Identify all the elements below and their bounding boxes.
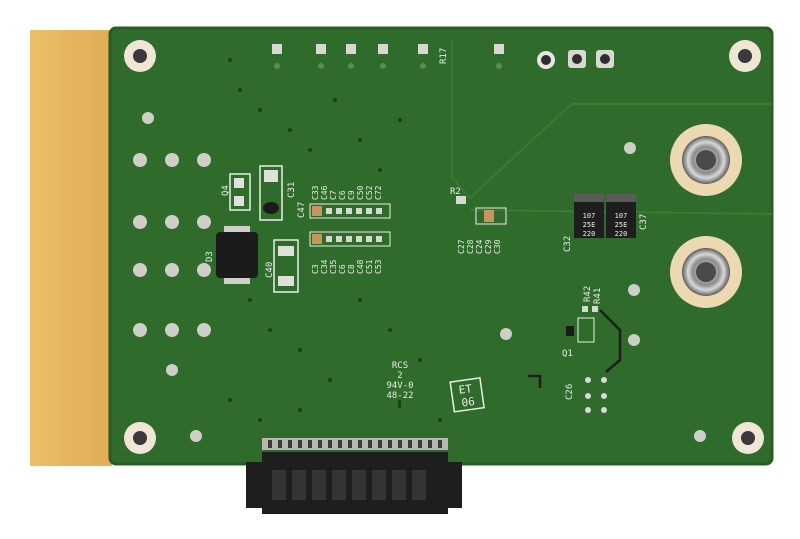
banana-jack-top [670,124,742,196]
svg-text:220: 220 [583,230,596,238]
svg-text:220: 220 [615,230,628,238]
svg-text:C7: C7 [329,190,338,200]
mounting-hole-br [732,422,764,454]
label-r42: R42 [583,286,593,302]
svg-text:C6: C6 [338,264,347,274]
svg-text:25E: 25E [583,221,596,229]
svg-text:C50: C50 [356,185,365,200]
label-c37: C37 [639,214,649,230]
svg-text:25E: 25E [615,221,628,229]
svg-text:C51: C51 [365,259,374,274]
svg-text:RCS: RCS [392,361,408,371]
svg-text:C24: C24 [475,239,484,254]
svg-text:C27: C27 [457,239,466,254]
label-c40: C40 [265,262,275,278]
mounting-hole-tl [124,40,156,72]
component-q4 [229,173,251,211]
mid-cap-pads [456,196,507,225]
top-pads [272,44,504,54]
svg-text:94V-0: 94V-0 [386,381,413,391]
via-dots [228,58,472,422]
cap-col-mid-labels: C27 C28 C24 C29 C30 [457,239,502,254]
svg-text:C72: C72 [374,185,383,200]
label-d3: D3 [205,251,215,262]
label-r41: R41 [593,288,603,304]
svg-text:C34: C34 [320,259,329,274]
et-box: ET 06 [449,377,485,413]
svg-text:2: 2 [397,371,402,381]
cap-col-bottom-labels: C3 C34 C35 C6 C8 C48 C51 C53 [311,259,383,274]
banana-jack-bottom [670,236,742,308]
component-d3 [216,226,258,284]
cap-array [309,203,391,247]
bottom-connector [246,438,462,514]
svg-text:C30: C30 [493,239,502,254]
top-right-pads [537,50,614,69]
cap-col-top-labels: C33 C46 C7 C6 C9 C50 C52 C72 [311,185,383,200]
svg-text:C9: C9 [347,190,356,200]
label-r17: R17 [439,48,449,64]
svg-text:06: 06 [461,395,476,410]
svg-text:C28: C28 [466,239,475,254]
c26-pads [585,377,607,413]
svg-text:C6: C6 [338,190,347,200]
svg-text:C35: C35 [329,259,338,274]
board-marking: RCS 2 94V-0 48-22 [386,361,414,408]
label-c47: C47 [297,202,307,218]
component-q1 [566,306,598,343]
svg-text:C48: C48 [356,259,365,274]
svg-text:C52: C52 [365,185,374,200]
svg-text:C46: C46 [320,185,329,200]
svg-text:C53: C53 [374,259,383,274]
mounting-hole-tr [729,40,761,72]
svg-text:107: 107 [615,212,628,220]
label-c31: C31 [287,182,297,198]
svg-text:ET: ET [458,382,473,397]
capacitor-c37: 107 25E 220 [606,194,636,238]
svg-text:48-22: 48-22 [386,391,413,401]
label-q1: Q1 [562,349,573,359]
label-r2: R2 [450,187,461,197]
component-c40 [273,239,299,293]
svg-text:107: 107 [583,212,596,220]
svg-text:C3: C3 [311,264,320,274]
label-q4: Q4 [221,185,231,196]
component-c31 [259,165,283,221]
mounting-hole-bl [124,422,156,454]
label-c32: C32 [563,236,573,252]
svg-text:C29: C29 [484,239,493,254]
svg-text:C33: C33 [311,185,320,200]
pcb-board [110,28,772,464]
label-c26: C26 [565,384,575,400]
capacitor-c32: 107 25E 220 [574,194,604,238]
svg-text:C8: C8 [347,264,356,274]
via-array-left [133,112,706,442]
